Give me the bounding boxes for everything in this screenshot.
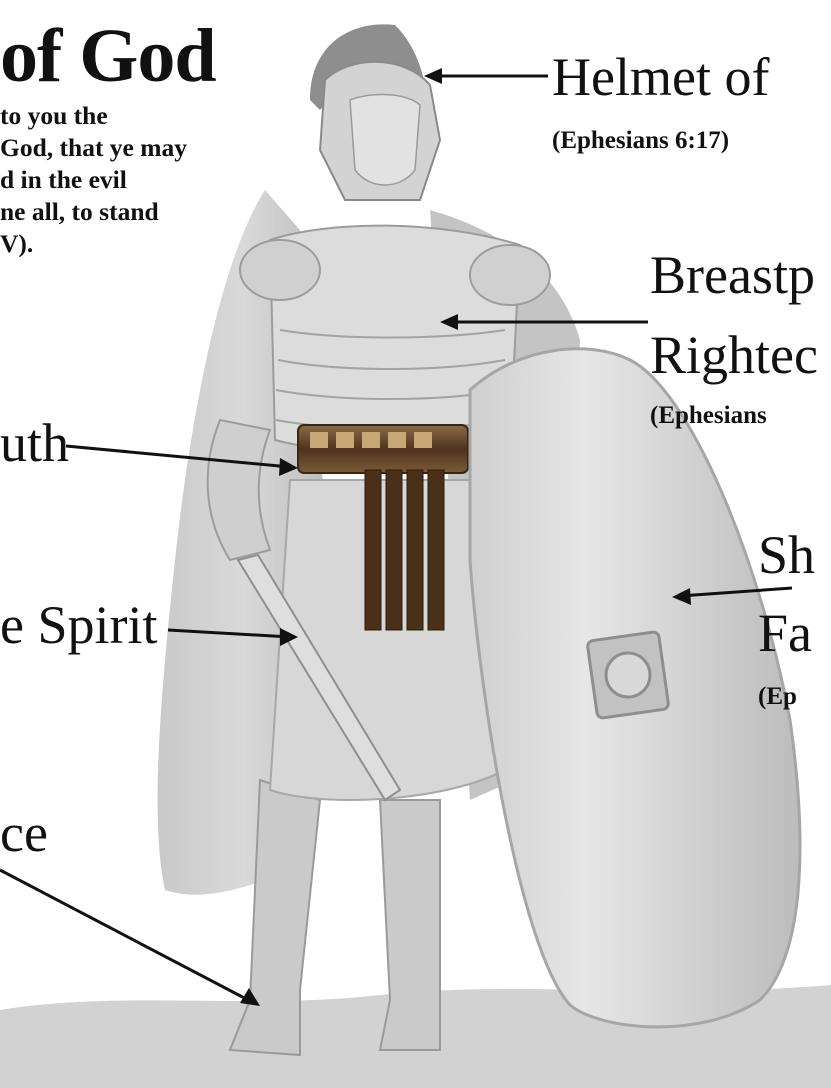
shield-label-line2: Fa (758, 606, 812, 660)
verse-line: ne all, to stand (0, 196, 240, 228)
shield-label-line1: Sh (758, 528, 815, 582)
sword-label: e Spirit (0, 598, 158, 652)
face (350, 95, 420, 185)
right-shoulder (470, 245, 550, 305)
breastplate-reference: (Ephesians (650, 403, 767, 428)
page-title: of God (0, 18, 216, 94)
shield-reference: (Ep (758, 684, 797, 709)
helmet-label: Helmet of (552, 50, 769, 104)
shield-boss-center (606, 653, 650, 697)
verse-line: V). (0, 228, 240, 260)
verse-line: God, that ye may (0, 132, 240, 164)
peace-label: ce (0, 806, 48, 860)
right-leg (380, 800, 440, 1050)
truth-label: uth (0, 416, 69, 470)
verse-text: to you the God, that ye may d in the evi… (0, 100, 240, 260)
verse-line: d in the evil (0, 164, 240, 196)
left-shoulder (240, 240, 320, 300)
breastplate-label-line1: Breastp (650, 248, 815, 302)
helmet-reference: (Ephesians 6:17) (552, 128, 729, 153)
breastplate-label-line2: Rightec (650, 328, 818, 382)
verse-line: to you the (0, 100, 240, 132)
